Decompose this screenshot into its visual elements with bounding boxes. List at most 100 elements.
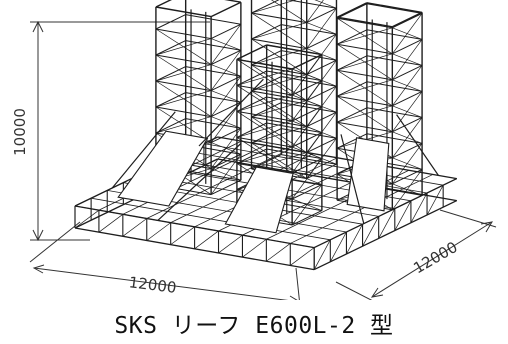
tower-back-left-brace bbox=[251, 64, 307, 101]
tower-back-right-top bbox=[336, 2, 368, 18]
depth-extension-bottom bbox=[335, 281, 376, 303]
height-arrow-bottom bbox=[32, 229, 44, 242]
tower-front-left-brace bbox=[210, 168, 242, 181]
tower-front-center-ring bbox=[291, 80, 323, 96]
width-arrow-left bbox=[32, 264, 45, 274]
tower-back-right-ring bbox=[336, 81, 368, 97]
tower-front-center-ring bbox=[236, 136, 293, 148]
tower-front-center-brace bbox=[291, 172, 323, 185]
tower-front-left-top bbox=[224, 0, 241, 3]
tower-back-right-brace bbox=[336, 17, 393, 55]
outrigger-strut bbox=[396, 114, 439, 176]
tower-front-left-ring bbox=[210, 127, 242, 144]
tower-back-left-ring bbox=[251, 38, 307, 50]
tower-front-left-ring bbox=[155, 106, 212, 118]
outrigger-strut bbox=[157, 143, 242, 221]
outrigger-strut bbox=[340, 134, 365, 224]
tower-front-left-brace bbox=[210, 116, 242, 129]
tower-back-right-ring bbox=[392, 90, 423, 107]
tower-back-right-brace bbox=[392, 79, 423, 92]
tower-back-right-ring bbox=[337, 17, 393, 29]
tower-back-left-ring bbox=[281, 128, 337, 139]
tower-front-left-ring bbox=[155, 118, 186, 134]
tower-front-center-brace bbox=[236, 111, 293, 148]
tower-back-left-ring bbox=[281, 76, 337, 87]
depth-arrow-top bbox=[480, 221, 493, 233]
scaffold-structure bbox=[74, 0, 458, 271]
tower-front-left-ring bbox=[155, 14, 186, 30]
tower-front-left-ring bbox=[185, 14, 241, 25]
tower-back-right-brace bbox=[336, 43, 393, 81]
base-brace bbox=[146, 222, 171, 241]
tower-back-right-ring bbox=[392, 38, 423, 55]
tower-front-center-ring bbox=[266, 148, 322, 160]
tower-back-left-ring bbox=[281, 102, 337, 113]
tower-back-left-ring bbox=[251, 0, 280, 14]
tower-front-left-ring bbox=[185, 170, 241, 181]
tower-front-center-ring bbox=[266, 96, 322, 108]
tower-back-left-ring bbox=[251, 64, 307, 76]
base-brace bbox=[330, 231, 347, 262]
tower-back-right-brace bbox=[392, 157, 423, 170]
tower-back-right-brace bbox=[392, 53, 423, 66]
tower-front-left-brace bbox=[210, 64, 242, 77]
ramp-front bbox=[224, 166, 294, 234]
tower-back-left-brace bbox=[314, 0, 337, 9]
tower-back-right-brace bbox=[392, 27, 423, 40]
base-brace bbox=[74, 209, 100, 229]
depth-dimension-line bbox=[371, 221, 493, 298]
tower-back-left-ring bbox=[251, 142, 307, 154]
tower-back-left-ring bbox=[281, 24, 337, 35]
tower-front-center-brace bbox=[291, 146, 323, 159]
tower-back-right-ring bbox=[392, 116, 423, 133]
tower-back-left-brace bbox=[306, 22, 337, 35]
outrigger-strut bbox=[111, 111, 176, 189]
tower-back-left-brace bbox=[251, 116, 307, 153]
width-extension-left bbox=[29, 221, 81, 263]
ramp-left bbox=[117, 130, 209, 207]
tower-back-right-ring bbox=[366, 55, 423, 66]
tower-front-center-ring bbox=[291, 184, 323, 200]
tower-front-center-brace bbox=[291, 198, 323, 211]
tower-front-center-brace bbox=[291, 120, 323, 133]
base-brace bbox=[290, 247, 315, 266]
base-brace bbox=[426, 185, 444, 216]
tower-front-center-brace bbox=[291, 94, 323, 107]
tower-front-left-brace bbox=[155, 54, 212, 91]
base-brace bbox=[170, 226, 195, 245]
tower-back-right-ring bbox=[366, 29, 423, 40]
tower-front-left-top bbox=[210, 1, 242, 18]
base-brace bbox=[242, 238, 267, 258]
tower-front-left-ring bbox=[210, 23, 242, 40]
tower-front-center-ring bbox=[236, 70, 267, 86]
base-brace bbox=[378, 208, 396, 239]
tower-front-center-ring bbox=[291, 106, 323, 122]
tower-back-left-ring bbox=[251, 90, 307, 102]
width-label: 12000 bbox=[128, 273, 178, 297]
tower-front-center-ring bbox=[291, 158, 323, 174]
tower-front-center-top bbox=[291, 53, 323, 70]
tower-front-left-brace bbox=[155, 80, 212, 117]
tower-back-left-ring bbox=[286, 0, 337, 9]
tower-back-right-ring bbox=[392, 168, 423, 185]
tower-back-left-ring bbox=[306, 7, 337, 24]
tower-back-left-brace bbox=[251, 142, 307, 179]
width-extension-right bbox=[295, 267, 301, 307]
tower-front-left-top bbox=[155, 0, 172, 8]
depth-arrow-bottom bbox=[370, 287, 384, 298]
tower-front-left-ring bbox=[155, 92, 186, 108]
tower-front-center-ring bbox=[291, 132, 323, 148]
tower-back-left-brace bbox=[251, 90, 307, 127]
width-arrow-right bbox=[288, 295, 302, 305]
tower-front-left-brace bbox=[155, 28, 212, 65]
tower-back-left-brace bbox=[251, 38, 307, 75]
base-deck-beam bbox=[91, 197, 331, 241]
tower-front-left-ring bbox=[155, 66, 186, 82]
tower-back-right-ring bbox=[366, 107, 423, 118]
base-deck-beam bbox=[74, 205, 315, 248]
base-deck-beam bbox=[122, 144, 266, 215]
tower-back-right-ring bbox=[392, 12, 423, 29]
tower-back-right-brace bbox=[392, 105, 423, 118]
tower-back-left-ring bbox=[281, 154, 337, 165]
tower-back-right-ring bbox=[336, 29, 368, 45]
